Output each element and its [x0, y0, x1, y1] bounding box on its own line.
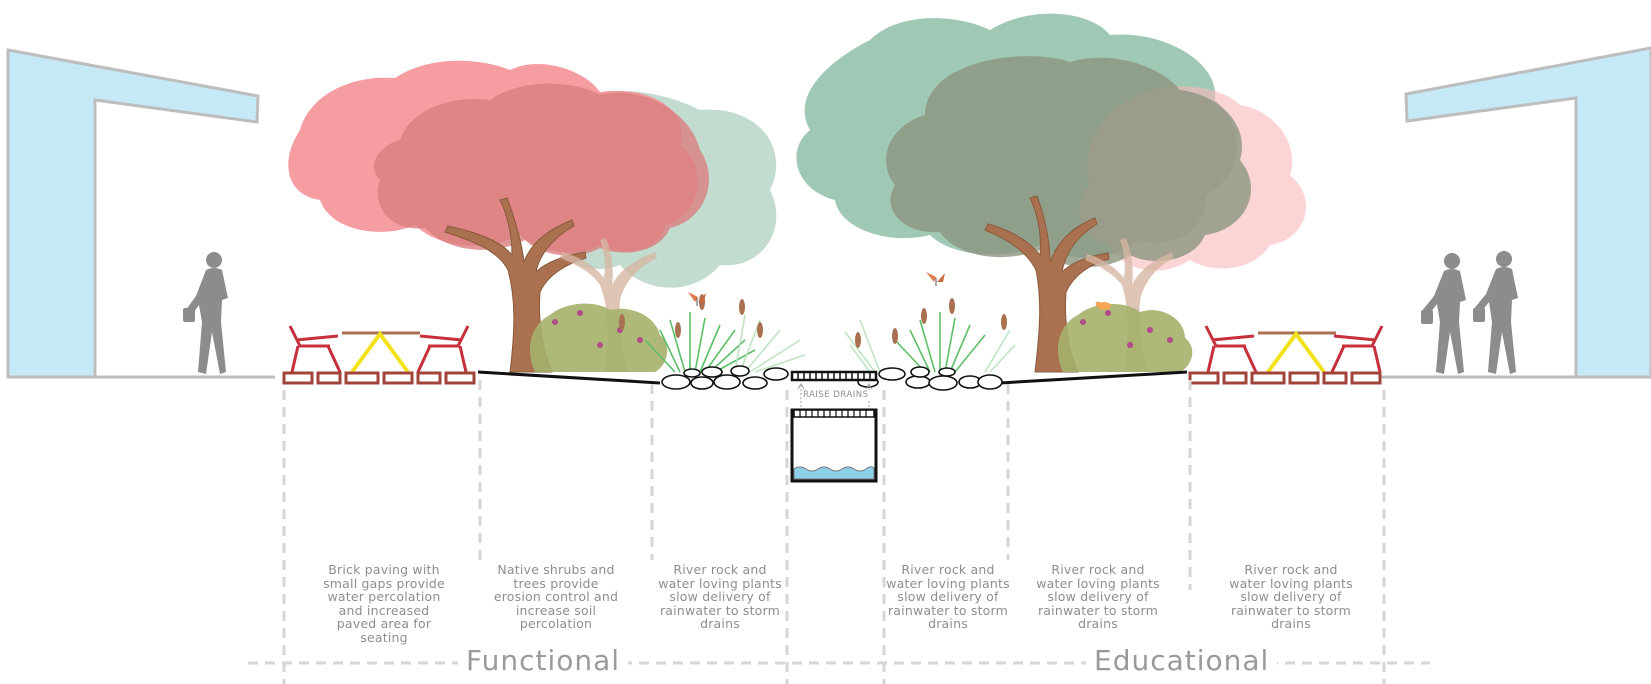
storm-drain — [790, 370, 878, 483]
right-cattails — [855, 298, 1007, 348]
educational-label: Educational — [1086, 646, 1278, 676]
zone-guide-lines — [248, 380, 1430, 684]
right-tree-back-trunk — [1085, 238, 1174, 372]
butterfly-left-icon — [688, 292, 706, 306]
ground-profile — [477, 370, 1188, 385]
person-left — [183, 252, 228, 374]
zone-text-river-rock-1: River rock and water loving plants slow … — [658, 562, 782, 631]
right-seating — [1188, 325, 1384, 385]
zone-text-river-rock-4: River rock and water loving plants slow … — [1229, 562, 1353, 631]
left-building — [6, 48, 275, 379]
right-table — [1258, 330, 1336, 374]
right-brick-paving — [1188, 371, 1382, 385]
person-right-2 — [1473, 251, 1518, 374]
zone-text-river-rock-3: River rock and water loving plants slow … — [1036, 562, 1160, 631]
left-river-rocks — [661, 365, 789, 390]
left-canopy-pink-front — [373, 83, 709, 256]
zone-text-native-shrubs: Native shrubs and trees provide erosion … — [493, 562, 619, 631]
person-right-1 — [1421, 253, 1466, 374]
right-building-shape — [1404, 46, 1651, 379]
right-canopy-dark-front — [886, 56, 1252, 268]
right-grasses — [844, 312, 1016, 373]
left-chair-2 — [416, 325, 470, 373]
left-brick-paving — [282, 371, 476, 385]
zone-text-brick-paving: Brick paving with small gaps provide wat… — [323, 562, 445, 645]
left-table — [342, 330, 420, 374]
left-chair-1 — [288, 325, 342, 373]
right-chair-1 — [1204, 325, 1258, 373]
butterfly-right-icon — [926, 272, 945, 286]
left-seating — [282, 325, 476, 385]
zone-text-river-rock-2: River rock and water loving plants slow … — [886, 562, 1010, 631]
left-tree-trunk — [444, 197, 587, 373]
bird-icon — [1095, 301, 1111, 310]
right-shrub — [1058, 304, 1193, 372]
drain-water — [793, 466, 875, 480]
left-tree-back-trunk — [560, 238, 657, 372]
functional-label: Functional — [458, 646, 629, 676]
left-shrub — [530, 303, 668, 372]
right-chair-2 — [1330, 325, 1384, 373]
left-building-shape — [6, 48, 260, 379]
right-tree-trunk — [984, 195, 1110, 373]
right-building — [1380, 46, 1651, 379]
right-river-rocks — [857, 366, 1003, 391]
raise-drains-label: RAISE DRAINS — [802, 390, 870, 400]
left-grasses — [644, 312, 806, 373]
